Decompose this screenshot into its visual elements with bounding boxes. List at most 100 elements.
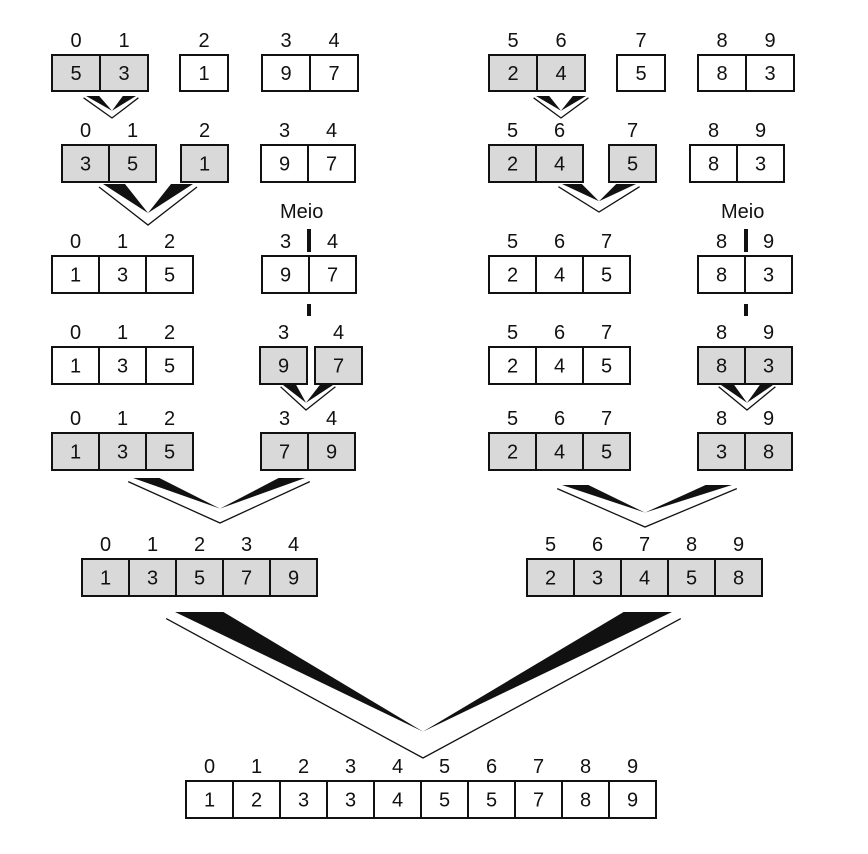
array-cell xyxy=(608,780,657,819)
cell-value: 2 xyxy=(507,442,518,464)
array-cell xyxy=(51,255,100,294)
cell-index: 2 xyxy=(164,322,175,344)
array-cell xyxy=(689,144,738,183)
cell-value: 9 xyxy=(280,63,291,85)
array-cell xyxy=(744,346,793,385)
cell-value: 5 xyxy=(164,265,175,287)
array-cell xyxy=(488,255,537,294)
cell-index: 3 xyxy=(278,322,289,344)
cell-value: 3 xyxy=(592,568,603,590)
cell-index: 2 xyxy=(164,408,175,430)
array-cell xyxy=(261,255,310,294)
cell-value: 8 xyxy=(733,568,744,590)
cell-index: 9 xyxy=(763,408,774,430)
cell-value: 9 xyxy=(627,790,638,812)
cell-value: 4 xyxy=(554,356,565,378)
cell-value: 2 xyxy=(507,356,518,378)
cell-value: 9 xyxy=(278,356,289,378)
cell-value: 3 xyxy=(345,790,356,812)
array-cell xyxy=(536,54,586,92)
cell-value: 8 xyxy=(763,442,774,464)
arrow-outline xyxy=(558,186,640,213)
array-cell xyxy=(279,780,328,819)
cell-index: 8 xyxy=(686,534,697,556)
cell-value: 9 xyxy=(279,154,290,176)
cell-value: 5 xyxy=(127,154,138,176)
cell-value: 8 xyxy=(716,265,727,287)
cell-value: 5 xyxy=(686,568,697,590)
cell-index: 0 xyxy=(204,756,215,778)
array-cell xyxy=(51,346,100,385)
cell-value: 7 xyxy=(326,154,337,176)
cell-index: 3 xyxy=(345,756,356,778)
cell-index: 6 xyxy=(592,534,603,556)
array-cell xyxy=(51,432,100,471)
cell-value: 3 xyxy=(716,442,727,464)
cell-index: 1 xyxy=(251,756,262,778)
cell-value: 7 xyxy=(328,63,339,85)
cell-value: 3 xyxy=(763,356,774,378)
array-18: 93 xyxy=(259,322,308,385)
array-11: 57 xyxy=(608,120,657,183)
merge-arrow-4 xyxy=(558,184,640,213)
arrow-outline xyxy=(83,97,139,119)
arrow-arm-dark-right xyxy=(148,184,193,213)
arrow-arm-dark-left xyxy=(103,184,148,213)
arrow-arm-dark-right xyxy=(599,184,636,202)
arrow-outline xyxy=(556,488,738,528)
arrow-arm-dark-right xyxy=(220,478,305,509)
cell-value: 5 xyxy=(439,790,450,812)
cell-index: 1 xyxy=(117,231,128,253)
merge-arrow-6 xyxy=(718,385,776,411)
cell-value: 1 xyxy=(198,63,209,85)
arrow-outline xyxy=(165,618,682,759)
arrow-arm-dark-left xyxy=(283,385,306,403)
cell-index: 3 xyxy=(280,231,291,253)
array-cell xyxy=(222,558,271,597)
cell-index: 1 xyxy=(117,322,128,344)
cell-index: 6 xyxy=(554,408,565,430)
cell-index: 5 xyxy=(507,322,518,344)
cell-index: 9 xyxy=(733,534,744,556)
arrow-arm-dark-right xyxy=(645,485,732,513)
cell-index: 1 xyxy=(147,534,158,556)
merge-arrow-8 xyxy=(556,485,738,528)
cell-index: 5 xyxy=(507,408,518,430)
cell-index: 0 xyxy=(80,120,91,142)
cell-value: 8 xyxy=(716,63,727,85)
cell-value: 1 xyxy=(199,154,210,176)
cell-value: 5 xyxy=(70,63,81,85)
array-2: 12 xyxy=(179,30,229,92)
cell-value: 5 xyxy=(164,442,175,464)
cell-index: 8 xyxy=(580,756,591,778)
cell-index: 4 xyxy=(288,534,299,556)
cell-index: 7 xyxy=(601,408,612,430)
cell-value: 3 xyxy=(117,356,128,378)
array-cell xyxy=(582,346,631,385)
array-cell xyxy=(608,144,657,183)
array-cell xyxy=(261,54,311,92)
cell-value: 5 xyxy=(601,442,612,464)
cell-index: 0 xyxy=(70,30,81,52)
cell-value: 5 xyxy=(486,790,497,812)
array-cell xyxy=(714,558,763,597)
arrow-outline xyxy=(127,481,311,524)
array-cell xyxy=(514,780,563,819)
arrays: 5031129374254657883930511293742546578839… xyxy=(51,30,795,819)
cell-value: 7 xyxy=(333,356,344,378)
cell-value: 3 xyxy=(764,63,775,85)
array-cell xyxy=(745,54,795,92)
array-cell xyxy=(697,432,746,471)
